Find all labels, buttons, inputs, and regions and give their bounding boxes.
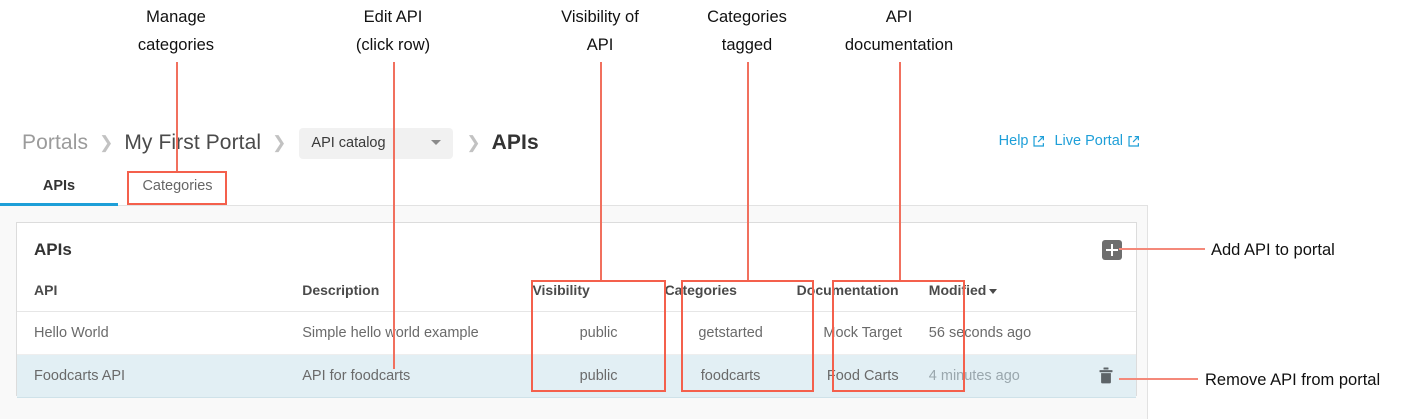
cell-documentation: Food Carts (796, 354, 929, 398)
callout-line1: Manage (146, 8, 206, 26)
callout-line1: Edit API (363, 8, 423, 26)
cell-description: Simple hello world example (302, 311, 533, 355)
column-header-categories[interactable]: Categories (664, 282, 797, 312)
tab-bar: APIs Categories (0, 170, 1148, 206)
column-header-description[interactable]: Description (302, 282, 533, 312)
apis-table: API Description Visibility Categories Do… (17, 282, 1136, 398)
callout-line2: documentation (844, 36, 954, 54)
callout-api-documentation: API documentation (819, 3, 979, 59)
add-api-button[interactable] (1102, 240, 1122, 260)
callout-visibility-of-api: Visibility of API (520, 3, 680, 59)
callout-line1: Categories (707, 8, 787, 26)
breadcrumb-separator: ❯ (466, 133, 481, 152)
top-links: Help Live Portal (999, 133, 1140, 149)
leader-line-edit-api (393, 62, 395, 369)
callout-edit-api: Edit API (click row) (313, 3, 473, 59)
external-link-icon (1033, 135, 1045, 147)
table-row[interactable]: Hello World Simple hello world example p… (17, 311, 1136, 355)
cell-visibility: public (532, 354, 665, 398)
cell-documentation: Mock Target (796, 311, 929, 355)
api-catalog-select[interactable]: API catalog (299, 127, 454, 159)
callout-add-api-to-portal: Add API to portal (1211, 241, 1335, 259)
column-header-documentation[interactable]: Documentation (796, 282, 929, 312)
help-link-label: Help (998, 133, 1029, 149)
live-portal-link[interactable]: Live Portal (1054, 133, 1140, 149)
cell-modified-text: 4 minutes ago (928, 368, 1020, 384)
column-header-visibility[interactable]: Visibility (532, 282, 665, 312)
leader-line-visibility (600, 62, 602, 281)
callout-manage-categories: Manage categories (96, 3, 256, 59)
breadcrumb-item-portals[interactable]: Portals (22, 131, 89, 154)
column-header-api[interactable]: API (17, 282, 303, 312)
breadcrumb-current-apis: APIs (491, 131, 539, 154)
card-title: APIs (34, 240, 72, 259)
tab-categories[interactable]: Categories (142, 178, 213, 194)
cell-description: API for foodcarts (302, 354, 533, 398)
cell-visibility: public (532, 311, 665, 355)
apis-card: APIs API Description Visibility Categori… (16, 222, 1137, 398)
callout-line2: categories (137, 36, 215, 54)
callout-line1: Visibility of (561, 8, 639, 26)
leader-line-add-api (1119, 248, 1205, 250)
table-row[interactable]: Foodcarts API API for foodcarts public f… (17, 354, 1136, 398)
leader-line-remove-api (1119, 378, 1198, 380)
breadcrumb-item-my-first-portal[interactable]: My First Portal (124, 131, 262, 154)
callout-categories-tagged: Categories tagged (667, 3, 827, 59)
chevron-down-icon (431, 140, 442, 145)
breadcrumb: Portals ❯ My First Portal ❯ API catalog … (22, 126, 539, 160)
table-header-row: API Description Visibility Categories Do… (17, 282, 1136, 312)
cell-modified: 4 minutes ago (928, 354, 1136, 398)
cell-api: Hello World (17, 311, 303, 355)
api-catalog-select-value: API catalog (311, 134, 386, 151)
callout-line1: API (885, 8, 913, 26)
leader-line-manage-categories (176, 62, 178, 172)
trash-icon[interactable] (1099, 367, 1113, 385)
leader-line-categories-tagged (747, 62, 749, 281)
cell-categories: foodcarts (664, 354, 797, 398)
breadcrumb-separator: ❯ (272, 133, 287, 152)
cell-api: Foodcarts API (17, 354, 303, 398)
column-header-modified-label: Modified (928, 282, 987, 298)
leader-line-documentation (899, 62, 901, 281)
callout-line2: (click row) (355, 36, 431, 54)
cell-modified: 56 seconds ago (928, 311, 1136, 355)
column-header-modified[interactable]: Modified (928, 282, 1136, 312)
external-link-icon (1128, 135, 1139, 147)
sort-descending-icon (989, 289, 998, 294)
cell-categories: getstarted (664, 311, 797, 355)
callout-line2: tagged (721, 36, 773, 54)
callout-remove-api-from-portal: Remove API from portal (1205, 371, 1381, 389)
callout-line2: API (586, 36, 614, 54)
tab-apis[interactable]: APIs (0, 170, 118, 206)
cell-modified-text: 56 seconds ago (928, 325, 1032, 341)
live-portal-link-label: Live Portal (1054, 133, 1123, 149)
help-link[interactable]: Help (999, 133, 1046, 149)
breadcrumb-separator: ❯ (99, 133, 114, 152)
